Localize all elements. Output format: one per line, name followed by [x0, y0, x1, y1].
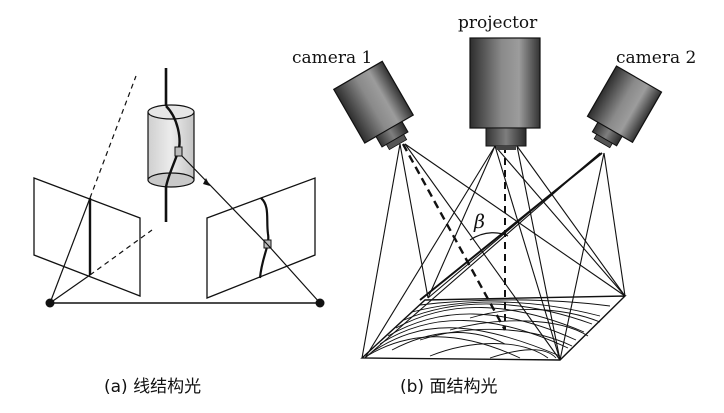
area-structured-light-diagram: β projector camera 1 camera 2	[292, 13, 696, 361]
camera1-label: camera 1	[292, 48, 372, 68]
left-ray-solid-upper	[49, 197, 91, 304]
left-ray-dashed-lower	[89, 229, 153, 276]
projector-device	[469, 37, 541, 150]
cylinder-object	[147, 104, 195, 188]
projector-label: projector	[458, 13, 538, 33]
camera2-label: camera 2	[616, 48, 696, 68]
camera1-device	[332, 60, 415, 151]
camera1-optical-axis	[401, 143, 507, 331]
camera2-device	[586, 65, 663, 149]
right-distorted-stripe	[258, 197, 270, 279]
ray-arrowhead	[203, 178, 210, 186]
left-ray-solid-lower	[49, 274, 91, 304]
caption-b: (b) 面结构光	[400, 377, 497, 397]
beta-label: β	[473, 211, 485, 233]
camera2-optical-axis	[419, 152, 603, 301]
object-point-marker	[174, 146, 183, 157]
left-ray-dashed-upper	[89, 75, 137, 199]
left-image-plane	[33, 177, 141, 297]
measured-surface	[360, 295, 627, 361]
line-structured-light-diagram	[33, 68, 325, 308]
right-ray-to-center	[266, 243, 321, 304]
beta-angle-arc	[469, 232, 509, 241]
caption-a: (a) 线结构光	[104, 377, 201, 397]
right-ray-to-object	[181, 155, 268, 245]
